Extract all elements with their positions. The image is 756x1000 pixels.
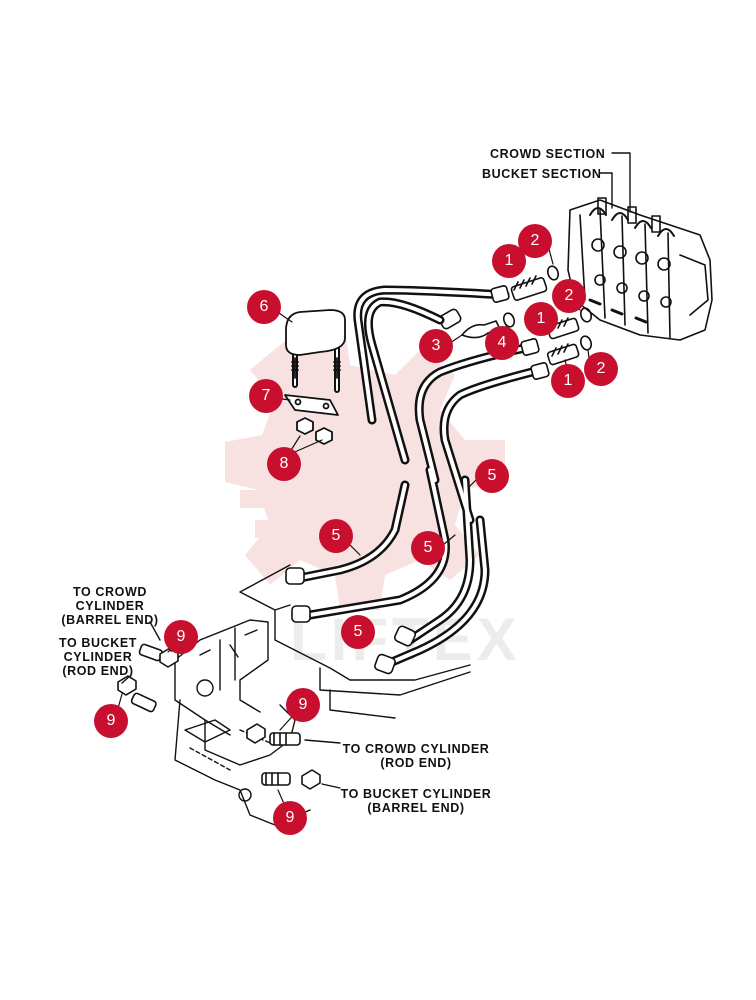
callout-2: 2 — [552, 279, 586, 313]
callout-8: 8 — [267, 447, 301, 481]
cylinder-fittings — [117, 643, 321, 790]
callout-6: 6 — [247, 290, 281, 324]
callout-9: 9 — [164, 620, 198, 654]
callout-1: 1 — [524, 302, 558, 336]
control-valve — [567, 197, 713, 341]
label-to-bucket-cylinder-barrel: TO BUCKET CYLINDER (BARREL END) — [340, 787, 492, 815]
label-bucket-section: BUCKET SECTION — [482, 167, 602, 181]
callout-9: 9 — [94, 704, 128, 738]
leader-lines — [121, 621, 341, 789]
callout-9: 9 — [286, 688, 320, 722]
callout-3: 3 — [419, 329, 453, 363]
label-to-crowd-cylinder-rod: TO CROWD CYLINDER (ROD END) — [342, 742, 490, 770]
loader-frame — [174, 564, 471, 826]
callout-5: 5 — [319, 519, 353, 553]
callout-9: 9 — [273, 801, 307, 835]
callout-2: 2 — [518, 224, 552, 258]
label-to-bucket-cylinder-rod: TO BUCKET CYLINDER (ROD END) — [58, 636, 138, 678]
callout-5: 5 — [411, 531, 445, 565]
u-bolt-clamp — [284, 309, 346, 445]
label-crowd-section: CROWD SECTION — [490, 147, 606, 161]
hoses — [285, 285, 550, 675]
callout-2: 2 — [584, 352, 618, 386]
valve-fittings — [438, 265, 593, 366]
label-to-crowd-cylinder-barrel: TO CROWD CYLINDER (BARREL END) — [61, 585, 159, 627]
callout-5: 5 — [475, 459, 509, 493]
callout-4: 4 — [485, 326, 519, 360]
callout-5: 5 — [341, 615, 375, 649]
callout-1: 1 — [551, 364, 585, 398]
callout-7: 7 — [249, 379, 283, 413]
